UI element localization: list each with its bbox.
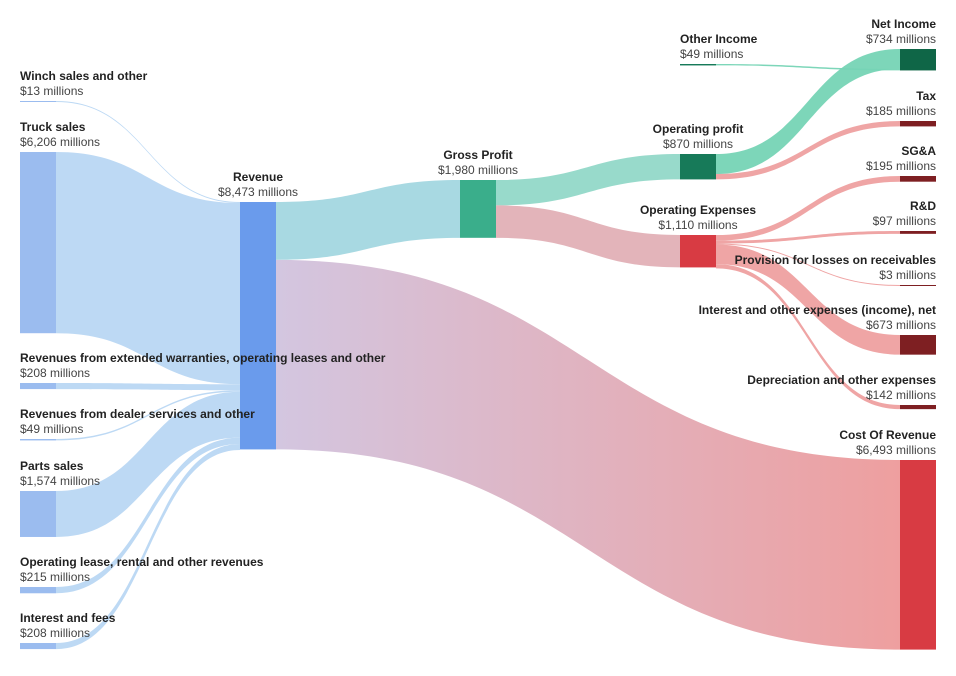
- link-warranties-to-revenue: [56, 383, 240, 391]
- node-value-parts: $1,574 millions: [20, 474, 100, 488]
- node-label-opex: Operating Expenses: [640, 203, 756, 217]
- node-value-truck: $6,206 millions: [20, 135, 100, 149]
- link-opex-to-sga: [716, 176, 900, 241]
- node-label-parts: Parts sales: [20, 459, 84, 473]
- node-opprofit: [680, 154, 716, 180]
- node-label-tax: Tax: [916, 89, 936, 103]
- link-parts-to-revenue: [56, 391, 240, 537]
- node-value-sga: $195 millions: [866, 159, 936, 173]
- node-value-oplease: $215 millions: [20, 570, 90, 584]
- node-layer: [20, 49, 936, 650]
- node-depreciation: [900, 405, 936, 410]
- node-interest: [20, 643, 56, 650]
- link-otherinc-to-netincome: [716, 64, 900, 71]
- node-value-opprofit: $870 millions: [663, 137, 733, 151]
- node-value-revenue: $8,473 millions: [218, 185, 298, 199]
- node-interestexp: [900, 335, 936, 355]
- link-gross-to-opex: [496, 205, 680, 268]
- node-label-rd: R&D: [910, 199, 936, 213]
- node-label-gross: Gross Profit: [443, 148, 512, 162]
- node-rd: [900, 231, 936, 234]
- node-label-opprofit: Operating profit: [653, 122, 744, 136]
- node-label-depreciation: Depreciation and other expenses: [747, 373, 936, 387]
- link-opex-to-provision: [716, 243, 900, 286]
- node-value-interestexp: $673 millions: [866, 318, 936, 332]
- node-provision: [900, 285, 936, 286]
- node-value-interest: $208 millions: [20, 626, 90, 640]
- node-gross: [460, 180, 496, 238]
- node-value-otherinc: $49 millions: [680, 47, 743, 61]
- link-winch-to-revenue: [56, 101, 240, 203]
- link-layer: [56, 49, 900, 650]
- node-value-tax: $185 millions: [866, 104, 936, 118]
- node-value-netincome: $734 millions: [866, 32, 936, 46]
- node-value-cor: $6,493 millions: [856, 443, 936, 457]
- node-warranties: [20, 383, 56, 390]
- node-label-otherinc: Other Income: [680, 32, 758, 46]
- node-opex: [680, 235, 716, 268]
- node-value-depreciation: $142 millions: [866, 388, 936, 402]
- node-revenue: [240, 202, 276, 450]
- node-label-winch: Winch sales and other: [20, 69, 148, 83]
- link-oplease-to-revenue: [56, 437, 240, 594]
- node-label-oplease: Operating lease, rental and other revenu…: [20, 555, 264, 569]
- link-opex-to-rd: [716, 231, 900, 244]
- link-interest-to-revenue: [56, 443, 240, 650]
- node-truck: [20, 152, 56, 334]
- node-value-rd: $97 millions: [873, 214, 936, 228]
- node-label-interestexp: Interest and other expenses (income), ne…: [699, 303, 936, 317]
- node-label-truck: Truck sales: [20, 120, 86, 134]
- node-value-gross: $1,980 millions: [438, 163, 518, 177]
- node-dealer: [20, 439, 56, 441]
- link-opprofit-to-tax: [716, 121, 900, 180]
- node-label-warranties: Revenues from extended warranties, opera…: [20, 351, 386, 365]
- node-value-winch: $13 millions: [20, 84, 83, 98]
- node-label-revenue: Revenue: [233, 170, 283, 184]
- link-truck-to-revenue: [56, 152, 240, 385]
- node-cor: [900, 460, 936, 650]
- node-value-dealer: $49 millions: [20, 422, 83, 436]
- node-label-provision: Provision for losses on receivables: [735, 253, 937, 267]
- node-tax: [900, 121, 936, 127]
- link-opex-to-interestexp: [716, 244, 900, 355]
- node-netincome: [900, 49, 936, 71]
- node-value-provision: $3 millions: [879, 268, 936, 282]
- link-dealer-to-revenue: [56, 390, 240, 441]
- node-label-sga: SG&A: [901, 144, 936, 158]
- node-parts: [20, 491, 56, 537]
- link-opex-to-depreciation: [716, 264, 900, 410]
- node-otherinc: [680, 64, 716, 66]
- link-revenue-to-gross: [276, 180, 460, 260]
- link-revenue-to-cor: [276, 259, 900, 650]
- node-value-opex: $1,110 millions: [658, 218, 737, 232]
- link-opprofit-to-netincome: [716, 49, 900, 175]
- node-winch: [20, 101, 56, 102]
- link-gross-to-opprofit: [496, 154, 680, 206]
- node-label-netincome: Net Income: [871, 17, 936, 31]
- node-sga: [900, 176, 936, 182]
- node-label-cor: Cost Of Revenue: [839, 428, 936, 442]
- node-label-dealer: Revenues from dealer services and other: [20, 407, 255, 421]
- node-value-warranties: $208 millions: [20, 366, 90, 380]
- node-oplease: [20, 587, 56, 594]
- node-label-interest: Interest and fees: [20, 611, 116, 625]
